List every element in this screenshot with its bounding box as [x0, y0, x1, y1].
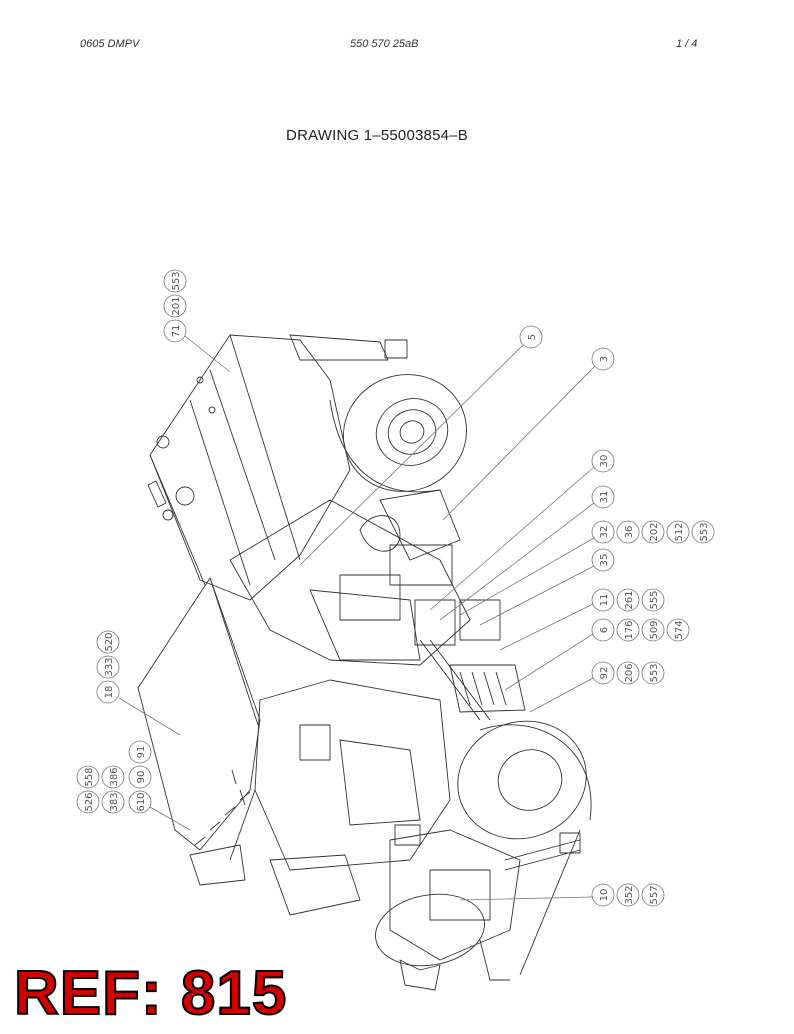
callout-512: 512: [674, 522, 685, 541]
callout-201: 201: [171, 296, 182, 315]
callout-5: 5: [527, 334, 538, 340]
callout-202: 202: [649, 522, 660, 541]
callout-176: 176: [624, 620, 635, 639]
callout-553b: 553: [699, 522, 710, 541]
callout-333: 333: [104, 657, 115, 676]
callout-383: 383: [109, 792, 120, 811]
callout-555: 555: [649, 590, 660, 609]
callout-3: 3: [599, 356, 610, 362]
callout-553c: 553: [649, 663, 660, 682]
callout-91: 91: [136, 746, 147, 759]
callout-574: 574: [674, 620, 685, 639]
callout-558: 558: [84, 767, 95, 786]
callout-557: 557: [649, 885, 660, 904]
rear-wheel-upper: [329, 374, 467, 493]
callout-35: 35: [599, 554, 610, 567]
front-deck: [137, 577, 261, 851]
callout-553: 553: [171, 271, 182, 290]
ref-stamp: REF: 815: [13, 959, 288, 1028]
bottom-assembly: [375, 829, 581, 991]
callout-31: 31: [599, 491, 610, 504]
callout-30: 30: [599, 455, 610, 468]
callout-32: 32: [599, 526, 610, 539]
front-module: [189, 679, 451, 916]
callout-10: 10: [599, 889, 610, 902]
callout-11: 11: [599, 594, 610, 607]
front-wheel: [457, 720, 592, 840]
callout-90: 90: [136, 771, 147, 784]
callout-36: 36: [624, 526, 635, 539]
callout-520: 520: [104, 632, 115, 651]
callout-509: 509: [649, 620, 660, 639]
callout-92: 92: [599, 667, 610, 680]
callout-386: 386: [109, 767, 120, 786]
header-doc-code: 0605 DMPV: [80, 38, 140, 50]
callout-261: 261: [624, 590, 635, 609]
callout-352: 352: [624, 885, 635, 904]
rear-body-box: [147, 334, 408, 601]
callout-526: 526: [84, 792, 95, 811]
callout-71: 71: [171, 325, 182, 338]
callout-610: 610: [136, 792, 147, 811]
header-page-number: 1 / 4: [676, 38, 698, 50]
callout-6: 6: [599, 627, 610, 633]
drawing-title: DRAWING 1–55003854–B: [286, 127, 468, 144]
callout-18: 18: [104, 686, 115, 699]
central-frame: [229, 489, 526, 721]
callout-206: 206: [624, 663, 635, 682]
header-part-number: 550 570 25aB: [350, 38, 419, 50]
